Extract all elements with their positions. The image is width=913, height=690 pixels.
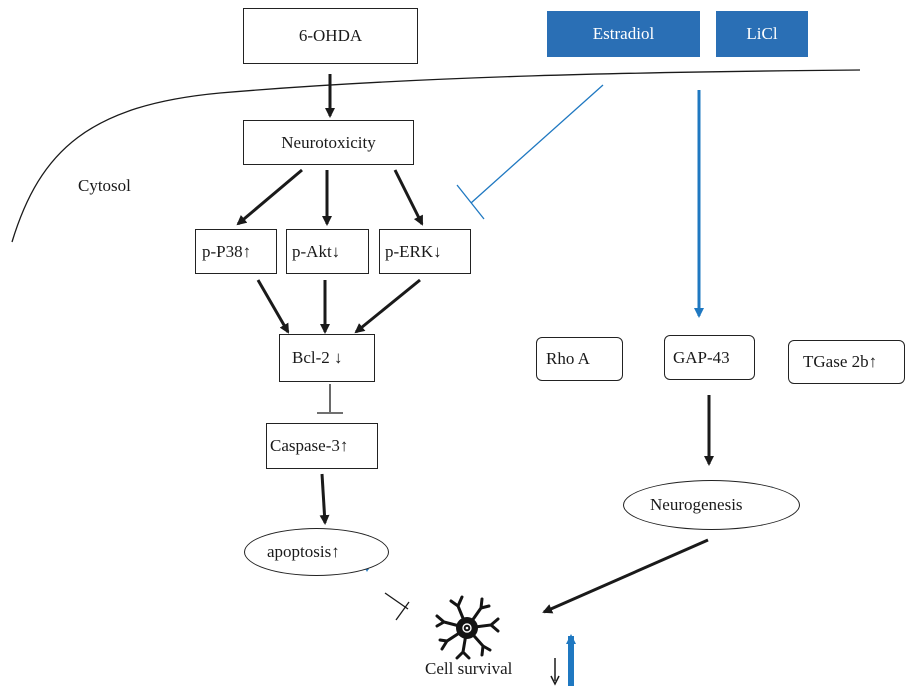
- down-arrow-icon: [550, 658, 560, 686]
- rhoa-box: Rho A: [536, 337, 623, 381]
- licl-box: LiCl: [716, 11, 808, 57]
- akt-box: p-Akt↓: [286, 229, 369, 274]
- cell-membrane: [11, 69, 861, 243]
- tgase-label: TGase 2b↑: [803, 352, 878, 371]
- p38-box: p-P38↑: [195, 229, 277, 274]
- tgase-box: TGase 2b↑: [788, 340, 905, 384]
- estradiol-label: Estradiol: [592, 24, 655, 43]
- erk-box: p-ERK↓: [379, 229, 471, 274]
- apoptosis-label: apoptosis↑: [267, 542, 340, 561]
- neurotoxicity-box: Neurotoxicity: [243, 120, 414, 165]
- arrow-neurotoxicity-to-erk: [393, 169, 424, 226]
- estradiol-box: Estradiol: [547, 11, 700, 57]
- gap43-label: GAP-43: [673, 347, 730, 367]
- arrow-neurogenesis-to-cell-survival: [542, 538, 709, 614]
- caspase3-label: Caspase-3↑: [270, 436, 349, 455]
- neurogenesis-oval: Neurogenesis: [623, 480, 800, 530]
- licl-label: LiCl: [746, 24, 778, 43]
- rhoa-label: Rho A: [546, 349, 590, 368]
- arrow-caspase3-to-apoptosis: [319, 473, 330, 525]
- neurogenesis-label: Neurogenesis: [650, 495, 743, 514]
- bcl2-box: Bcl-2 ↓: [279, 334, 375, 382]
- inhibit-treatment-bar: [456, 184, 485, 220]
- erk-label: p-ERK↓: [385, 241, 442, 261]
- neuron-icon: [435, 595, 500, 660]
- p38-label: p-P38↑: [202, 241, 252, 261]
- bcl2-label: Bcl-2 ↓: [292, 348, 343, 367]
- apoptosis-oval: apoptosis↑: [244, 528, 389, 576]
- arrow-erk-to-bcl2: [354, 278, 421, 334]
- cell-survival-label: Cell survival: [425, 659, 513, 678]
- akt-label: p-Akt↓: [292, 241, 341, 261]
- arrow-neurotoxicity-to-p38: [236, 168, 303, 226]
- inhibit-apoptosis-bar: [395, 601, 410, 621]
- cytosol-label: Cytosol: [78, 176, 131, 195]
- caspase3-box: Caspase-3↑: [266, 423, 378, 469]
- gap43-box: GAP-43: [664, 335, 755, 380]
- inhibit-treatment-stem: [470, 84, 604, 204]
- inhibit-apoptosis-stem: [384, 592, 409, 610]
- toxin-label: 6-OHDA: [298, 26, 363, 45]
- toxin-box: 6-OHDA: [243, 8, 418, 64]
- neurotoxicity-label: Neurotoxicity: [281, 132, 376, 152]
- arrow-p38-to-bcl2: [256, 279, 290, 334]
